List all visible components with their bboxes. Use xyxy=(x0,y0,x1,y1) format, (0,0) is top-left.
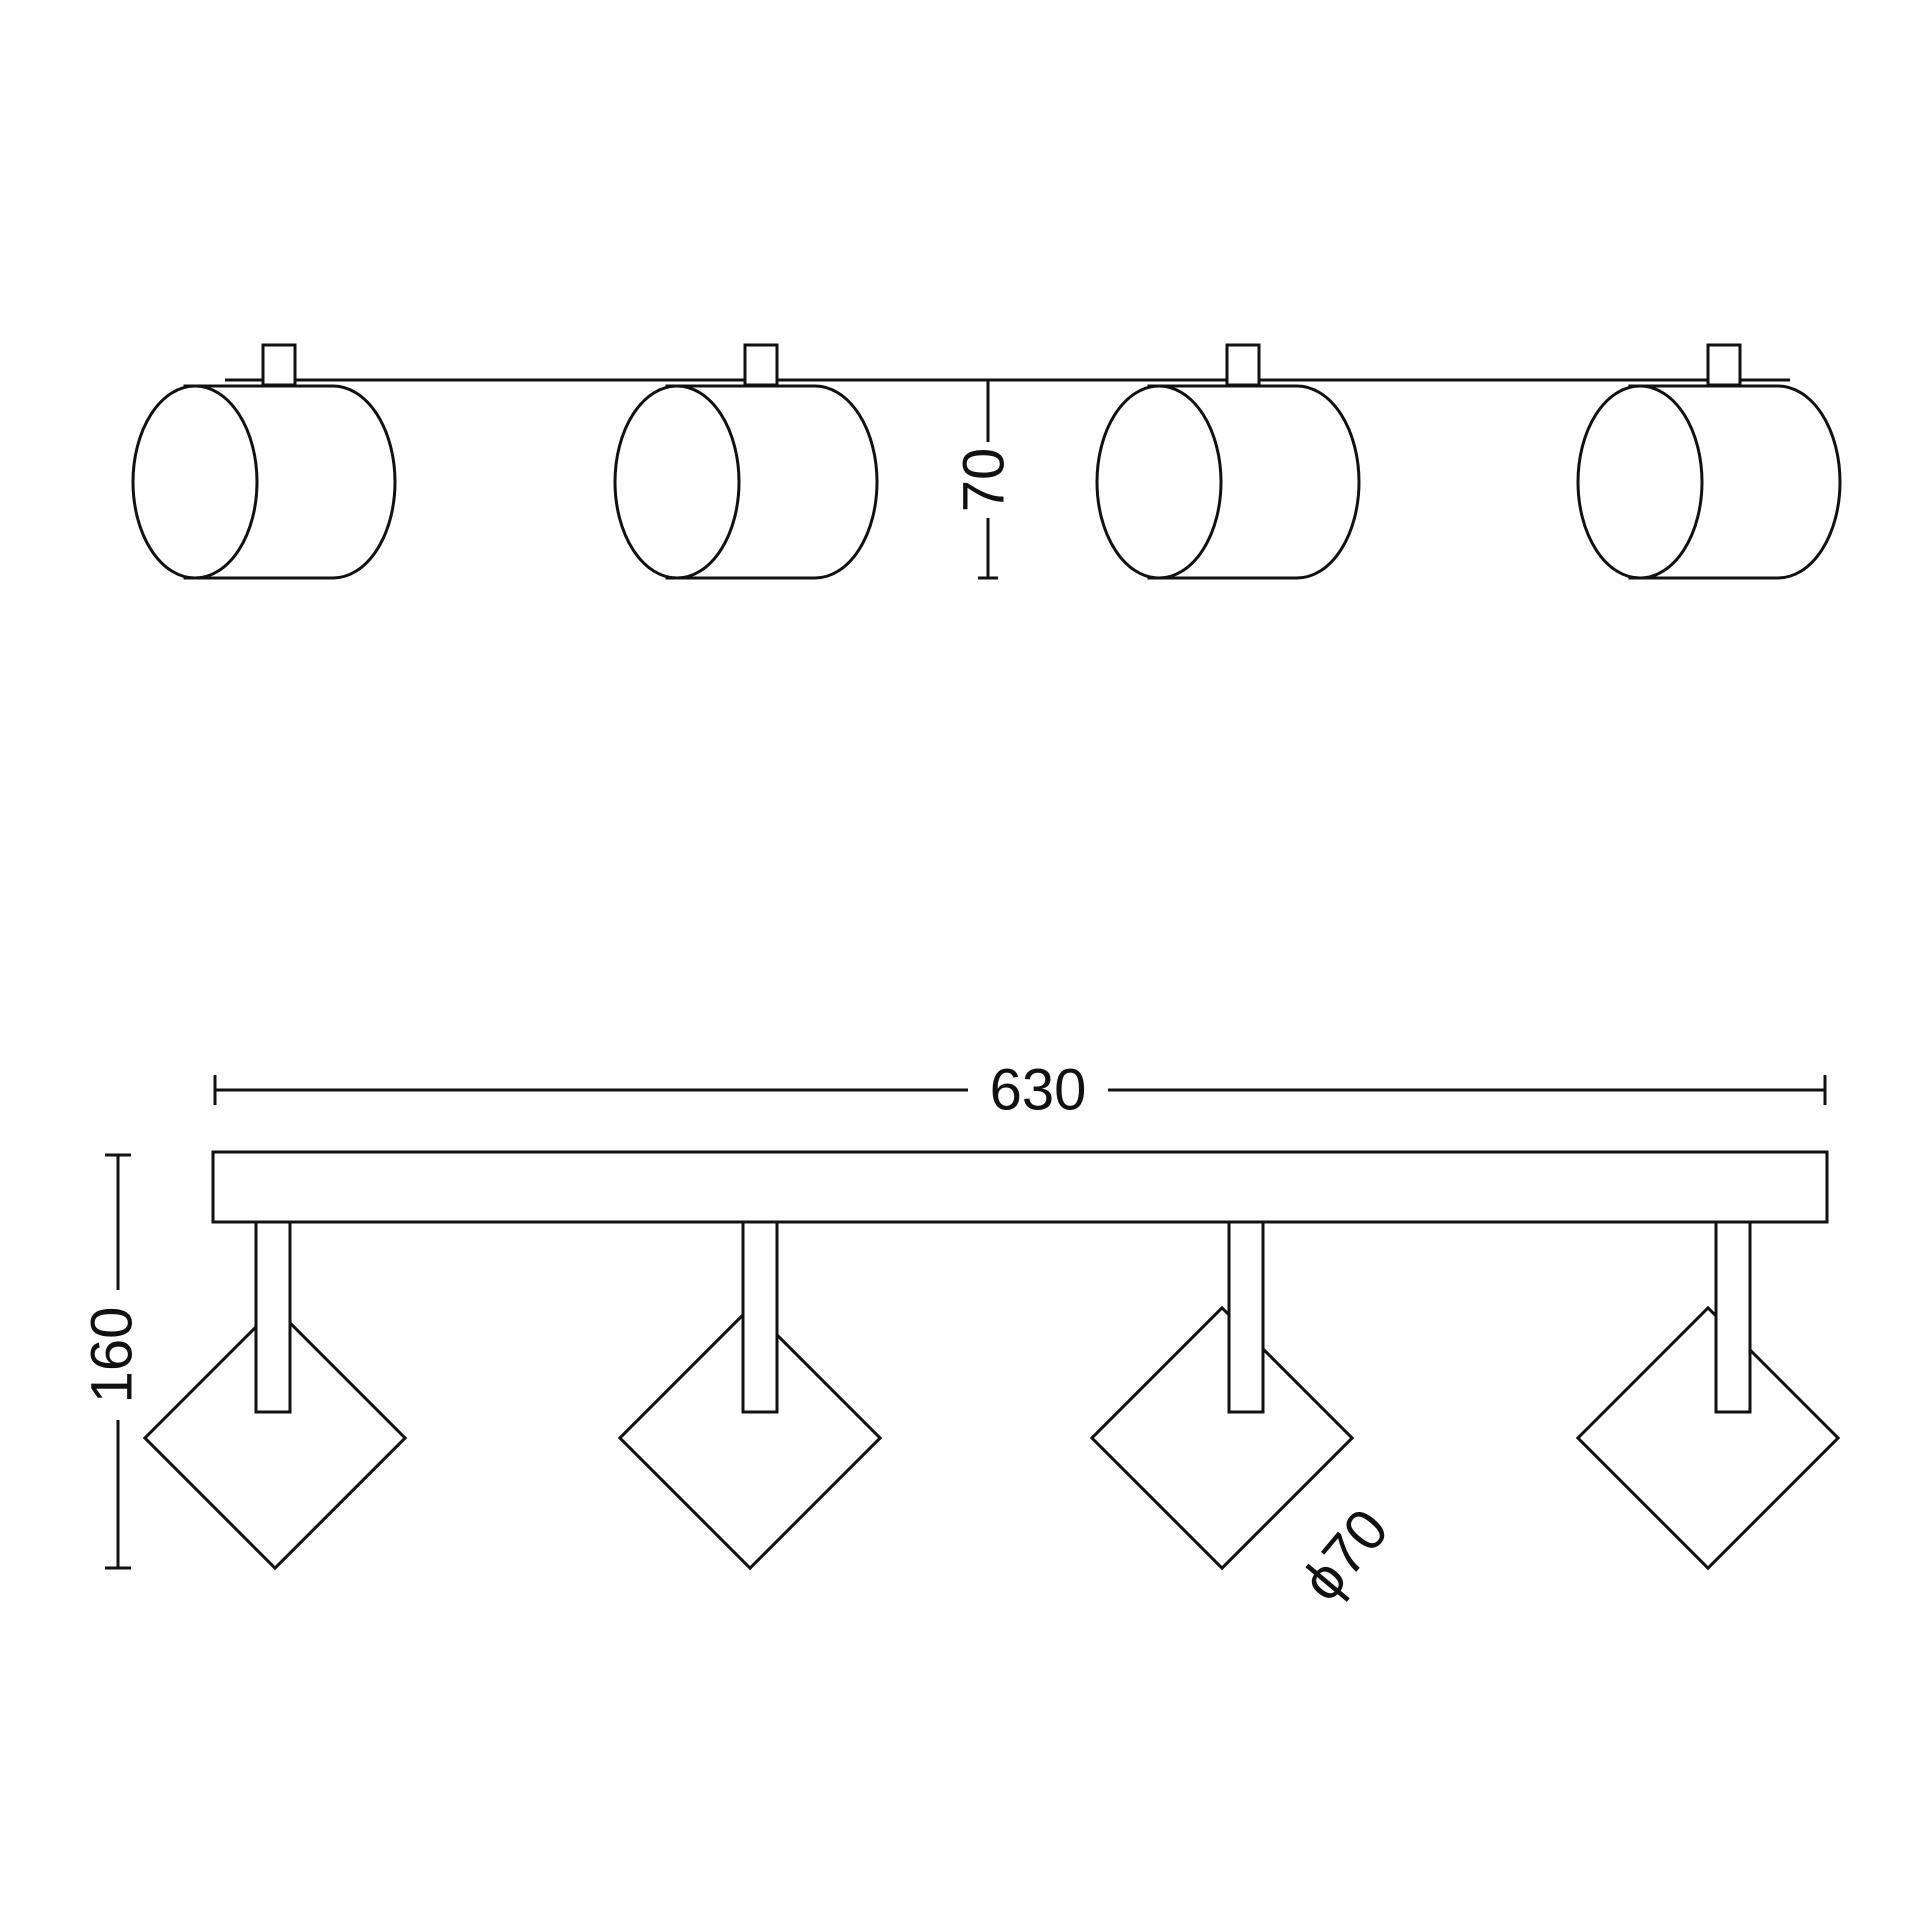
front-view-spot-arm xyxy=(741,1220,779,1414)
height-dimension-front: 160 xyxy=(80,1153,145,1570)
front-view-spot xyxy=(1089,1220,1355,1571)
top-view-spot-connector xyxy=(1706,343,1742,387)
front-view-spot xyxy=(142,1220,408,1571)
width-label: 630 xyxy=(990,1058,1087,1123)
front-view-spot-arm xyxy=(1714,1220,1752,1414)
width-dimension: 630 xyxy=(213,1058,1827,1123)
front-view-spot-head xyxy=(617,1305,883,1571)
height-dimension-top: 70 xyxy=(952,378,1017,580)
front-view-spot xyxy=(617,1220,883,1571)
top-view-spot xyxy=(1095,343,1361,580)
height-label-front: 160 xyxy=(80,1307,145,1404)
front-view-spot-arm xyxy=(1227,1220,1265,1414)
top-view-spot-connector xyxy=(261,343,297,387)
front-view-spot xyxy=(1575,1220,1841,1571)
top-view-spot-connector xyxy=(1225,343,1261,387)
top-view: 70 xyxy=(131,343,1842,580)
top-view-spot xyxy=(1576,343,1842,580)
front-view-spot-arm xyxy=(254,1220,292,1414)
top-view-spot-connector xyxy=(743,343,779,387)
diameter-label: ϕ70 xyxy=(1289,1497,1401,1613)
front-view-spot-head xyxy=(1089,1305,1355,1571)
top-view-spot-lens xyxy=(613,384,741,580)
front-view: 630 160 xyxy=(80,1058,1841,1613)
top-view-spot-lens xyxy=(1576,384,1704,580)
top-view-spot-lens xyxy=(1095,384,1223,580)
front-view-spot-head xyxy=(1575,1305,1841,1571)
top-view-spot-lens xyxy=(131,384,259,580)
height-label-top: 70 xyxy=(952,448,1017,513)
top-view-spot xyxy=(613,343,879,580)
top-view-spot xyxy=(131,343,397,580)
ceiling-rail xyxy=(211,1150,1829,1224)
front-view-spot-head xyxy=(142,1305,408,1571)
